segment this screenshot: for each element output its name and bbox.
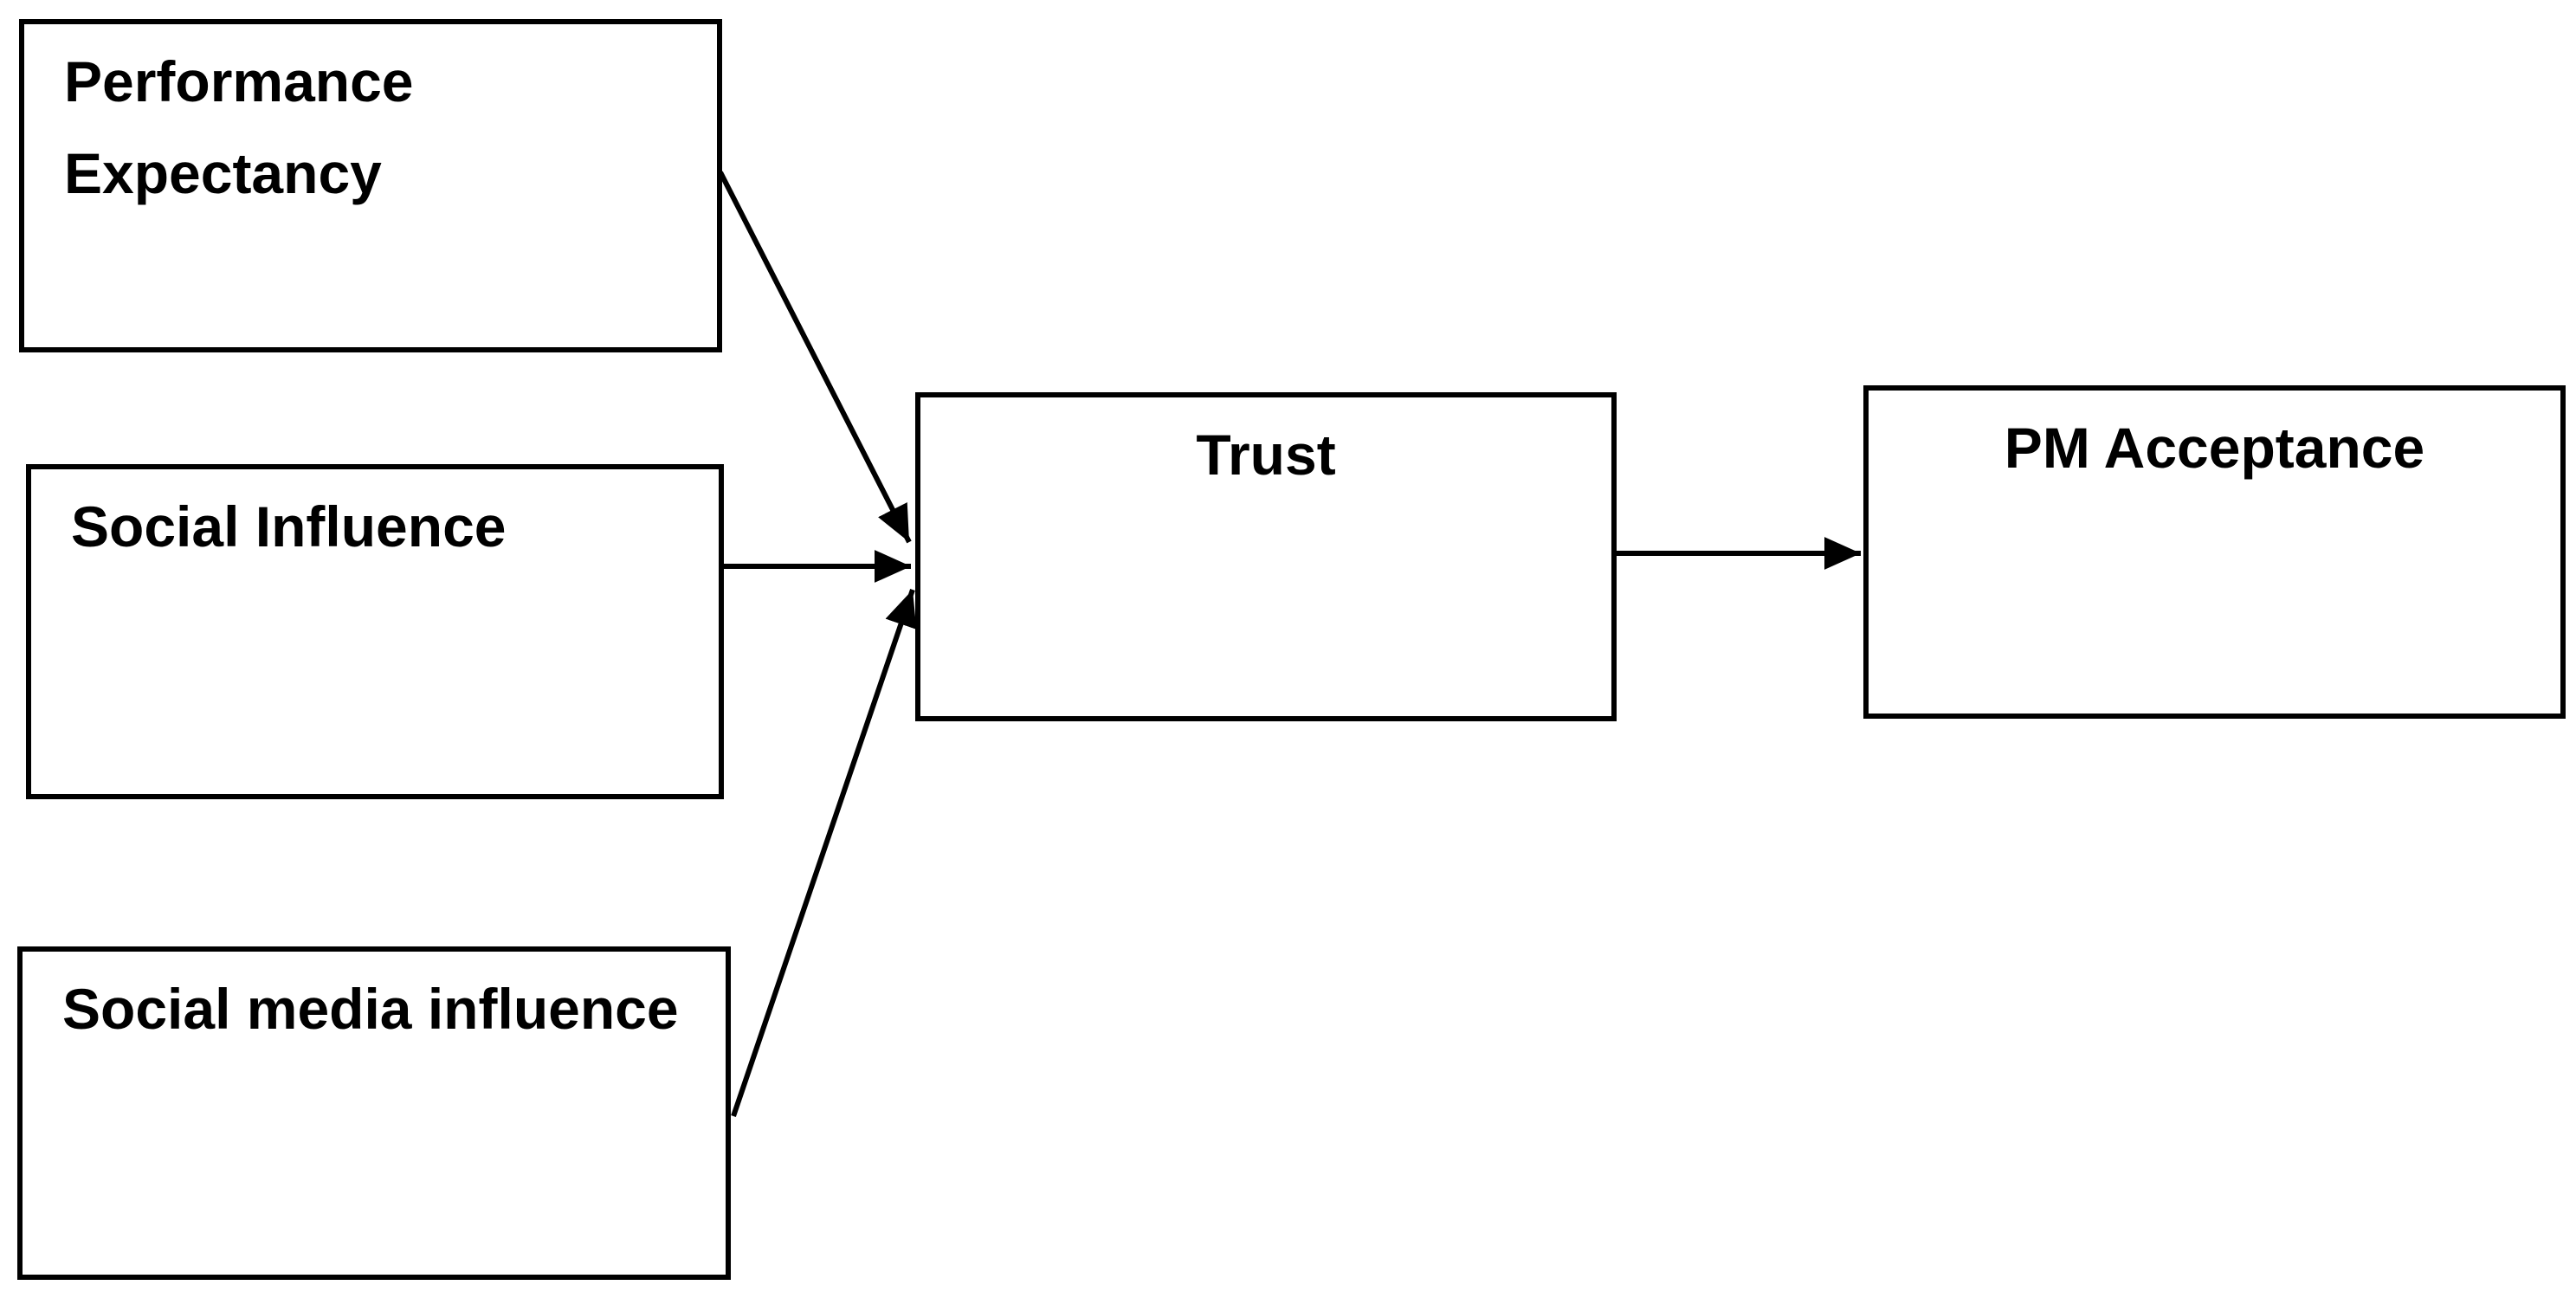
node-label-line: Trust	[1196, 423, 1336, 487]
node-performance-expectancy: Performance Expectancy	[19, 19, 722, 352]
node-pm-acceptance: PM Acceptance	[1863, 385, 2566, 719]
node-social-influence: Social Influence	[26, 464, 724, 799]
node-label-line: Social media influence	[62, 977, 679, 1041]
node-label-line: PM Acceptance	[2004, 416, 2425, 480]
node-label-line: Expectancy	[64, 140, 382, 205]
edge-social-media-influence-to-trust	[731, 589, 917, 1117]
edge-performance-expectancy-to-trust	[718, 171, 912, 544]
node-pm-acceptance-label: PM Acceptance	[1869, 391, 2560, 494]
node-label-line: Performance	[64, 49, 414, 113]
node-social-media-influence: Social media influence	[17, 946, 731, 1280]
node-social-media-influence-label: Social media influence	[23, 952, 726, 1056]
node-social-influence-label: Social Influence	[31, 469, 719, 573]
node-trust-label: Trust	[920, 397, 1611, 501]
node-performance-expectancy-label: Performance Expectancy	[24, 24, 717, 219]
node-trust: Trust	[915, 392, 1617, 721]
node-label-line: Social Influence	[71, 494, 507, 559]
